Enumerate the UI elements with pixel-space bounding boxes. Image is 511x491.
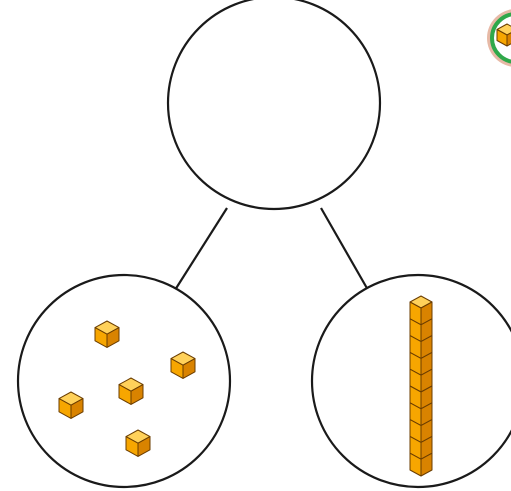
ones-cube-icon [125,429,151,457]
tens-rod-unit [409,385,433,410]
tens-rod-unit [409,351,433,376]
tens-rod-unit [409,301,433,326]
tens-rod-unit [409,452,433,477]
bond-line-right [320,207,369,291]
ones-cube-icon [58,391,84,419]
bond-line-left [174,207,228,291]
tens-rod-unit [409,318,433,343]
badge-cube-icon [496,23,511,47]
tens-rod-unit [409,419,433,443]
tens-rod-icon [409,295,433,477]
ones-cube-icon [170,351,196,379]
ones-cube-icon [118,377,144,405]
tens-rod-unit [409,368,433,393]
whole-circle[interactable] [166,0,382,211]
base-ten-badge-icon[interactable] [487,9,511,67]
part-circle-left[interactable] [16,273,232,489]
ones-cube-icon [94,320,120,348]
ones-cubes-group [58,320,196,457]
